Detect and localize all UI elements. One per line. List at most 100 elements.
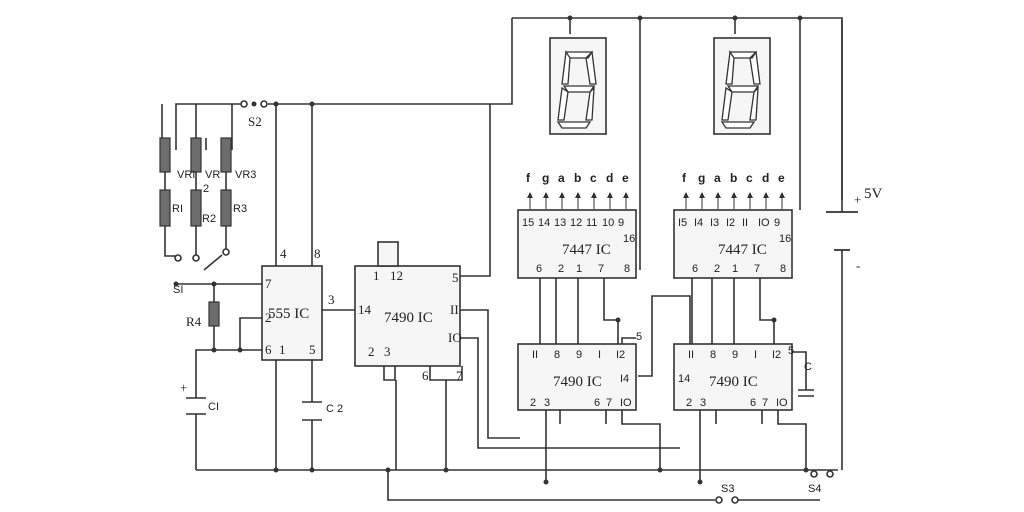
s2-contact	[251, 101, 257, 107]
junction	[211, 281, 217, 287]
decoder_left-output-a: a	[558, 171, 565, 185]
capacitors: + CI C 2 C	[180, 361, 814, 421]
decoder_left-top-pin: 10	[602, 217, 614, 229]
counter_left-top-pin: I	[598, 349, 601, 361]
right-counter-pin5-cap	[790, 351, 807, 390]
counter_right-top-pin: I	[754, 349, 757, 361]
decoder_right-output-e: e	[778, 171, 785, 185]
counter_right-top-pin: 9	[732, 349, 738, 361]
decoder_left-top-pin: 15	[522, 217, 534, 229]
junction	[543, 479, 549, 485]
counter-right-pin5: 5	[788, 345, 794, 357]
s1-lever	[203, 254, 223, 271]
arrow-up-icon	[623, 192, 629, 198]
decoder_right-bottom-pin: 6	[692, 263, 698, 275]
arrow-up-icon	[731, 192, 737, 198]
junctions	[211, 15, 809, 485]
decoder_right-bottom-pin: 7	[754, 263, 760, 275]
ic-555: 555 IC 4 8 7 2 6 1 5 3	[261, 246, 335, 361]
counter_left-top-pin: II	[532, 349, 538, 361]
pot-wiper-links	[175, 138, 233, 150]
ic7490-pin11-out	[460, 309, 520, 439]
s3-terminal-b	[731, 496, 739, 504]
r1-label: RI	[172, 203, 183, 215]
ic555-label: 555 IC	[268, 306, 309, 322]
decoder_right-output-a: a	[714, 171, 721, 185]
decoder_left-bottom-pin: 8	[624, 263, 630, 275]
ic7490-main-pin2: 2	[368, 344, 375, 359]
r4-to-pins-2-6	[213, 317, 262, 351]
ic7490-main-pin5: 5	[452, 270, 459, 285]
vr2-label: VR	[205, 169, 220, 181]
counter_left-top-pin: 9	[576, 349, 582, 361]
arrow-up-icon	[763, 192, 769, 198]
pot-resistor-links	[164, 172, 227, 190]
wiring	[161, 17, 858, 501]
decoder_right-output-b: b	[730, 171, 737, 185]
ic7490-main-pin12: 12	[390, 268, 403, 283]
ic555-pin1: 1	[279, 342, 286, 357]
ic7490-main-pin11: II	[450, 302, 459, 317]
arrow-up-icon	[559, 192, 565, 198]
s1-common	[173, 281, 179, 287]
seven-segment-digit-right	[720, 50, 761, 129]
junction	[697, 479, 703, 485]
s2-terminal-b	[260, 100, 268, 108]
arrow-up-icon	[607, 192, 613, 198]
ic555-pin2: 2	[265, 310, 272, 325]
decoder_right-top-pin: IO	[758, 217, 770, 229]
decoder_left-bottom-pin: 1	[576, 263, 582, 275]
seven-segment-digit-left	[556, 50, 597, 129]
battery: + 5V -	[826, 186, 883, 273]
left-counter-pin5	[621, 337, 636, 344]
counter_left-bottom-pin: 2	[530, 397, 536, 409]
decoder_left-bottom-pin: 2	[558, 263, 564, 275]
decoder-right-pin16: 16	[779, 233, 791, 245]
resistor-to-selector	[164, 226, 227, 257]
arrow-up-icon	[543, 192, 549, 198]
ic555-pin4: 4	[280, 246, 287, 261]
decoder_left-top-pin: 14	[538, 217, 550, 229]
s4-terminal-a	[810, 470, 818, 478]
decoder_right-output-c: c	[746, 171, 753, 185]
decoder_left-output-e: e	[622, 171, 629, 185]
ic7490-main-label: 7490 IC	[384, 310, 433, 326]
s3-label: S3	[721, 483, 734, 495]
ic7490-main-pin1: 1	[373, 268, 380, 283]
junction	[615, 317, 621, 323]
vr3-label: VR3	[235, 169, 256, 181]
junction	[211, 347, 217, 353]
junction	[771, 317, 777, 323]
s1-contact-3	[222, 248, 230, 256]
r2-body	[190, 189, 202, 227]
arrow-up-icon	[591, 192, 597, 198]
vr1-body	[159, 137, 171, 173]
s2-label: S2	[248, 114, 262, 129]
arrow-up-icon	[683, 192, 689, 198]
battery-minus: -	[856, 258, 860, 273]
counter_right-bottom-pin: 2	[686, 397, 692, 409]
r4-label: R4	[186, 314, 202, 329]
right-counter-bottom	[699, 410, 807, 482]
decoder-right-label: 7447 IC	[718, 242, 767, 258]
s4-label: S4	[808, 483, 821, 495]
r3-label: R3	[233, 203, 247, 215]
s1-contact-1	[174, 254, 182, 262]
junction	[657, 467, 663, 473]
battery-plus: +	[854, 192, 861, 207]
counter_right-top-pin: I2	[772, 349, 781, 361]
ic555-pin5: 5	[309, 342, 316, 357]
junction	[309, 101, 315, 107]
ic7490-main-pin6: 6	[422, 368, 429, 383]
switches: S2 SI S3 S4	[173, 100, 834, 504]
counter_left-bottom-pin: 7	[606, 397, 612, 409]
decoder_right-top-pin: I5	[678, 217, 687, 229]
junction	[309, 467, 315, 473]
s3-terminal-a	[715, 496, 723, 504]
decoder_left-output-b: b	[574, 171, 581, 185]
counter_left-bottom-pin: 6	[594, 397, 600, 409]
ic7490-main-pin3: 3	[384, 344, 391, 359]
